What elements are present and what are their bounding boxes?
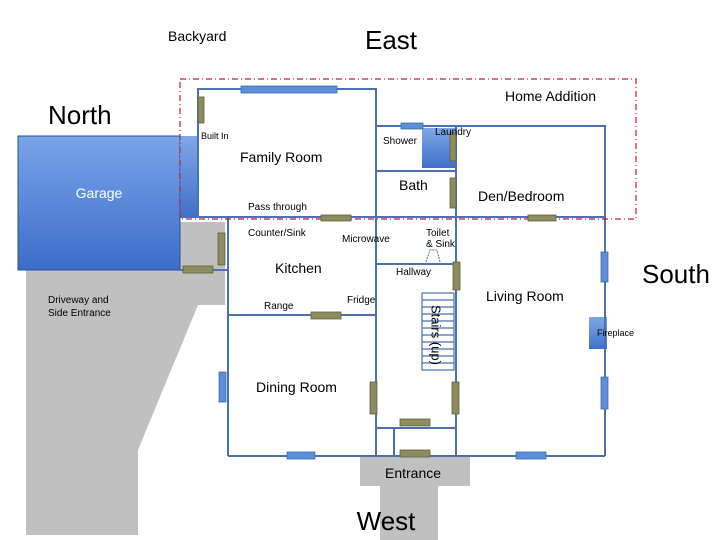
compass-west-label: West <box>356 506 416 536</box>
backyard-label: Backyard <box>168 28 227 44</box>
garage <box>17 135 181 271</box>
microwave-label: Microwave <box>342 234 390 245</box>
compass-south-label: South <box>642 259 710 289</box>
family-room-label: Family Room <box>240 149 323 165</box>
toilet-icon <box>425 249 441 263</box>
toilet-sink-label: Toilet & Sink <box>426 228 455 250</box>
laundry-label: Laundry <box>435 127 472 138</box>
driveway-label: Driveway and Side Entrance <box>48 295 111 319</box>
doors <box>182 96 557 458</box>
kitchen-label: Kitchen <box>275 260 322 276</box>
fridge-label: Fridge <box>347 295 376 306</box>
built-in-cabinet <box>180 136 198 218</box>
home-addition-label: Home Addition <box>505 88 597 104</box>
compass-north-label: North <box>48 100 112 130</box>
shower-label: Shower <box>383 136 417 147</box>
stairs-label: Stairs (up) <box>428 305 444 365</box>
windows <box>218 85 609 460</box>
dining-room-label: Dining Room <box>256 379 337 395</box>
den-bedroom-label: Den/Bedroom <box>478 188 565 204</box>
built-in-label: Built In <box>201 131 229 141</box>
fireplace-unit <box>589 317 607 349</box>
compass-east-label: East <box>364 25 418 55</box>
hallway-label: Hallway <box>396 267 432 278</box>
bath-label: Bath <box>399 177 428 193</box>
living-room-label: Living Room <box>486 288 564 304</box>
counter-sink-label: Counter/Sink <box>248 228 306 239</box>
driveway-area <box>26 222 470 540</box>
fireplace-label: Fireplace <box>597 328 635 338</box>
entrance-label: Entrance <box>384 465 442 481</box>
range-label: Range <box>264 301 294 312</box>
stairs <box>421 292 455 371</box>
home-addition-boundary <box>179 78 637 220</box>
garage-label: Garage <box>75 185 123 201</box>
pass-through-label: Pass through <box>248 202 307 213</box>
